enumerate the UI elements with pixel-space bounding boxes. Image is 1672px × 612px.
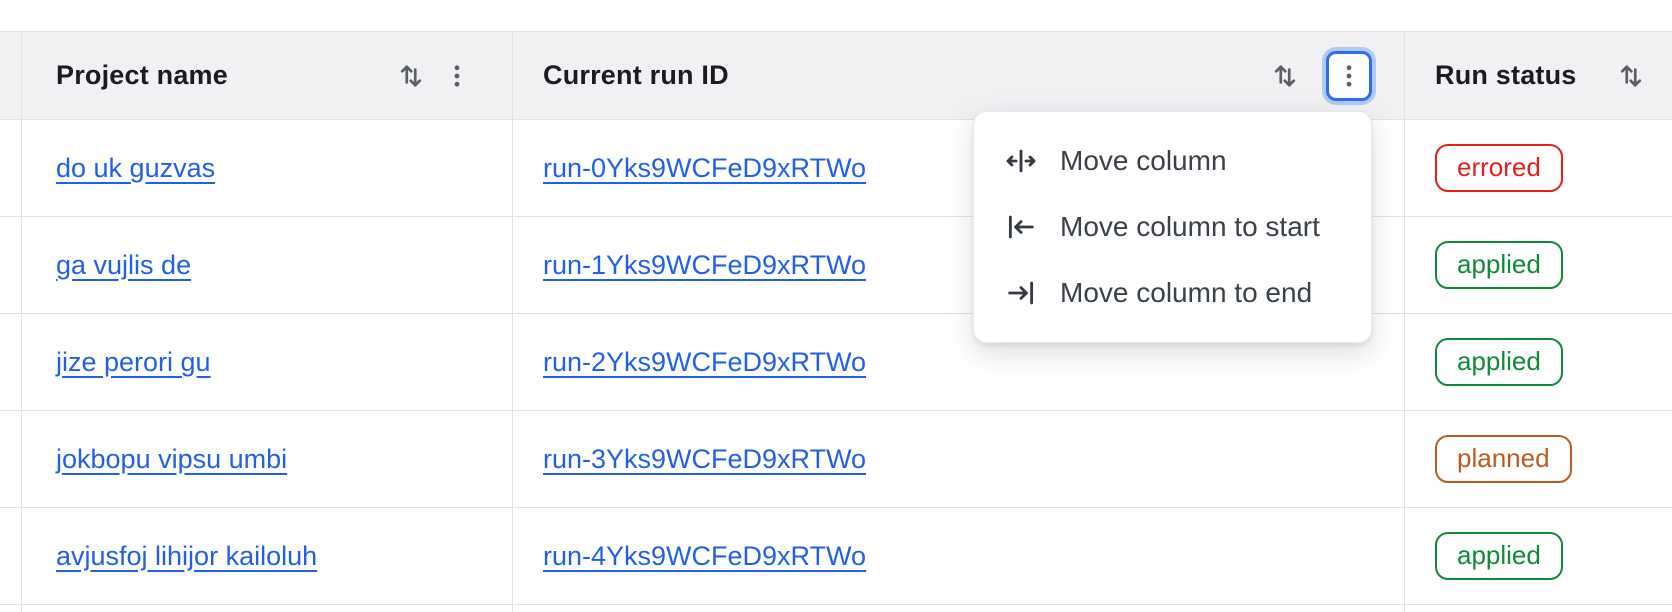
project-name-cell: jokbopu vipsu umbi <box>22 411 513 507</box>
clipped-left-cell <box>0 217 22 313</box>
sort-icon[interactable] <box>1268 59 1302 93</box>
menu-item-label: Move column to start <box>1060 211 1320 242</box>
run-id-cell: run-2Yks9WCFeD9xRTWo <box>513 314 1405 410</box>
move-column-to-end-icon <box>1008 281 1034 305</box>
kebab-menu-icon[interactable] <box>442 59 472 93</box>
move-column-to-start-icon <box>1008 215 1034 239</box>
run-id-link[interactable]: run-0Yks9WCFeD9xRTWo <box>543 152 867 183</box>
project-link[interactable]: jokbopu vipsu umbi <box>56 443 288 474</box>
status-badge: applied <box>1435 241 1563 289</box>
menu-item-label: Move column to end <box>1060 277 1313 308</box>
run-status-cell: errored <box>1405 120 1672 216</box>
column-label-current-run-id: Current run ID <box>543 60 729 90</box>
move-column-icon <box>1006 149 1036 173</box>
run-id-cell: run-1Yks9WCFeD9xRTWo <box>513 217 1405 313</box>
column-header-project-name: Project name <box>22 32 513 119</box>
column-header-current-run-id: Current run ID <box>513 32 1405 119</box>
project-link[interactable]: avjusfoj lihijor kailoluh <box>56 540 318 571</box>
run-status-cell: applied <box>1405 508 1672 604</box>
clipped-cell <box>1405 605 1672 612</box>
run-id-cell: run-4Yks9WCFeD9xRTWo <box>513 508 1405 604</box>
sort-icon[interactable] <box>394 59 428 93</box>
status-badge: applied <box>1435 532 1563 580</box>
clipped-cell <box>513 605 1405 612</box>
table-row: jize perori gu run-2Yks9WCFeD9xRTWo appl… <box>0 314 1672 411</box>
column-label-run-status: Run status <box>1435 60 1577 90</box>
column-options-menu: Move column Move column to start Move co… <box>973 111 1372 343</box>
run-status-cell: planned <box>1405 411 1672 507</box>
menu-item-move-column-to-end[interactable]: Move column to end <box>974 260 1371 326</box>
column-label-project-name: Project name <box>56 60 228 90</box>
clipped-left-column <box>0 32 22 119</box>
run-id-link[interactable]: run-4Yks9WCFeD9xRTWo <box>543 540 867 571</box>
run-status-cell: applied <box>1405 314 1672 410</box>
project-link[interactable]: do uk guzvas <box>56 152 216 183</box>
run-id-link[interactable]: run-3Yks9WCFeD9xRTWo <box>543 443 867 474</box>
clipped-bottom-row <box>0 605 1672 612</box>
clipped-left-cell <box>0 120 22 216</box>
top-whitespace <box>0 0 1672 31</box>
project-name-cell: avjusfoj lihijor kailoluh <box>22 508 513 604</box>
table-row: do uk guzvas run-0Yks9WCFeD9xRTWo errore… <box>0 120 1672 217</box>
status-badge: applied <box>1435 338 1563 386</box>
project-link[interactable]: jize perori gu <box>56 346 211 377</box>
run-id-link[interactable]: run-1Yks9WCFeD9xRTWo <box>543 249 867 280</box>
column-header-run-status: Run status <box>1405 32 1672 119</box>
project-name-cell: do uk guzvas <box>22 120 513 216</box>
menu-item-label: Move column <box>1060 145 1227 176</box>
table-header-row: Project name Current run ID <box>0 31 1672 120</box>
clipped-left-cell <box>0 605 22 612</box>
run-id-cell: run-0Yks9WCFeD9xRTWo <box>513 120 1405 216</box>
project-name-cell: ga vujlis de <box>22 217 513 313</box>
status-badge: errored <box>1435 144 1563 192</box>
clipped-left-cell <box>0 411 22 507</box>
run-id-cell: run-3Yks9WCFeD9xRTWo <box>513 411 1405 507</box>
run-status-cell: applied <box>1405 217 1672 313</box>
kebab-menu-button-focused[interactable] <box>1326 50 1372 101</box>
status-badge: planned <box>1435 435 1572 483</box>
clipped-left-cell <box>0 508 22 604</box>
menu-item-move-column-to-start[interactable]: Move column to start <box>974 194 1371 260</box>
project-name-cell: jize perori gu <box>22 314 513 410</box>
table-row: ga vujlis de run-1Yks9WCFeD9xRTWo applie… <box>0 217 1672 314</box>
clipped-cell <box>22 605 513 612</box>
menu-item-move-column[interactable]: Move column <box>974 128 1371 194</box>
sort-icon[interactable] <box>1614 59 1648 93</box>
table-row: jokbopu vipsu umbi run-3Yks9WCFeD9xRTWo … <box>0 411 1672 508</box>
projects-table: Project name Current run ID <box>0 31 1672 612</box>
table-row: avjusfoj lihijor kailoluh run-4Yks9WCFeD… <box>0 508 1672 605</box>
project-link[interactable]: ga vujlis de <box>56 249 192 280</box>
clipped-left-cell <box>0 314 22 410</box>
run-id-link[interactable]: run-2Yks9WCFeD9xRTWo <box>543 346 867 377</box>
